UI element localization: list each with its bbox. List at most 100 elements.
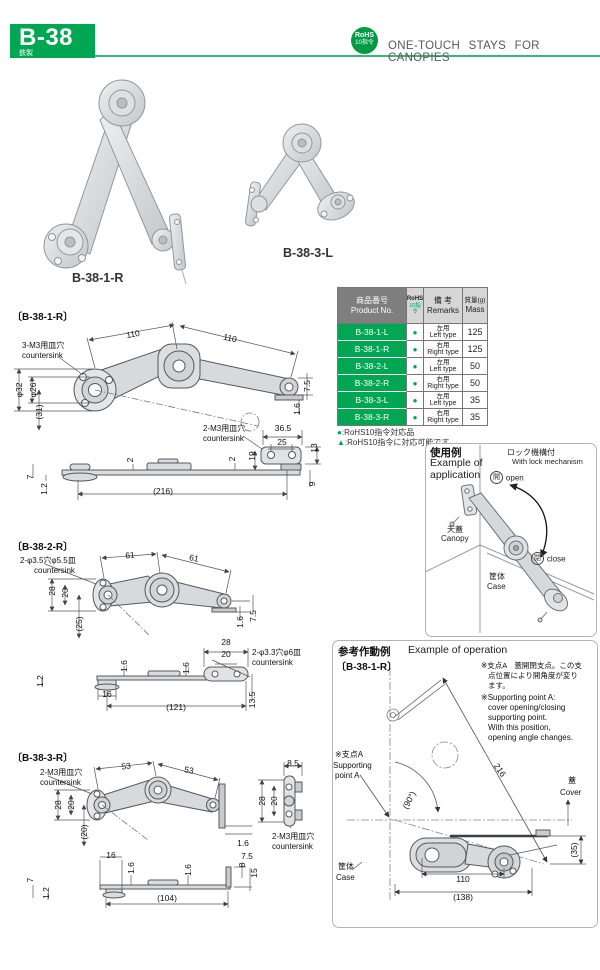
close-kanji-icon: 閉 [531, 552, 544, 565]
remark-cell: 左用 Left type [424, 358, 463, 375]
dim: φ32 [14, 382, 24, 398]
table-footnote-1: ●:RoHS10指令対応品 [337, 428, 415, 437]
open-kanji-icon: 開 [490, 471, 503, 484]
page-code: B-38 [19, 24, 74, 51]
operation-title-en: Example of operation [408, 644, 508, 656]
dim: 20 [66, 800, 76, 810]
application-title-en1: Example of [430, 457, 483, 469]
dim: 28 [47, 586, 57, 596]
dim: (216) [153, 486, 173, 496]
dim: 1.6 [181, 662, 191, 674]
product-no-cell: B-38-1-R [338, 341, 407, 358]
dim: 1.6 [119, 660, 129, 672]
dim: 13 [309, 443, 319, 453]
remark-cell: 左用 Left type [424, 324, 463, 341]
drawing2-countersink-side: 2-φ3.3穴φ6皿 countersink [252, 648, 302, 667]
dim: 1.6 [235, 616, 245, 628]
dim: 20 [60, 588, 70, 598]
rohs-compliant-dot: ● [337, 428, 342, 437]
pivot-label-en1: Supporting [333, 761, 372, 770]
dim: 25 [277, 437, 287, 447]
remark-cell: 右用 Right type [424, 341, 463, 358]
rohs-dot: ● [407, 341, 424, 358]
dim: 28 [221, 637, 231, 647]
dim: 20 [269, 796, 279, 806]
dim: 7.5 [302, 380, 312, 392]
product-no-cell: B-38-1-L [338, 324, 407, 341]
material-label: 鉄製 [19, 50, 33, 57]
remark-cell: 左用 Left type [424, 392, 463, 409]
drawing3-countersink-top: 2-M3用皿穴 countersink [40, 768, 83, 787]
product-no-cell: B-38-2-L [338, 358, 407, 375]
col-header-product: 商品番号 Product No. [338, 288, 407, 324]
dim: (20) [79, 824, 89, 840]
dim: 13.5 [247, 691, 257, 709]
dim: 16 [106, 850, 116, 860]
rohs-dot: ● [407, 358, 424, 375]
drawing3-title: 〔B-38-3-R〕 [12, 753, 74, 764]
photo-label-1: B-38-1-R [72, 271, 124, 285]
dim: 7.5 [248, 610, 258, 622]
close-label: 閉 close [531, 552, 566, 565]
dim: 28 [53, 800, 63, 810]
dim: 61 [124, 549, 136, 561]
dim: 1.2 [39, 483, 49, 495]
rohs-dot: ● [407, 409, 424, 426]
page-code-box: B-38 鉄製 [10, 24, 95, 58]
cover-label-en: Cover [560, 788, 582, 797]
mass-cell: 50 [463, 358, 488, 375]
cover-label-jp: 蓋 [568, 776, 576, 785]
application-illustration [425, 445, 595, 633]
dim: 8 [237, 862, 247, 868]
dim: 15 [249, 868, 259, 878]
dim: 110 [456, 874, 470, 884]
op-case-label-en: Case [336, 873, 355, 882]
dim: 2 [227, 456, 237, 462]
product-no-cell: B-38-2-R [338, 375, 407, 392]
col-header-mass: 質量(g) Mass [463, 288, 488, 324]
dim: 1.6 [292, 403, 302, 415]
drawing1-countersink-top: 3-M3用皿穴 countersink [22, 341, 65, 360]
canopy-label-en: Canopy [441, 534, 469, 543]
product-no-cell: B-38-3-R [338, 409, 407, 426]
product-photos-illustration [43, 79, 355, 285]
dim: (25) [74, 616, 84, 632]
dim: (31) [34, 404, 44, 420]
photo-label-2: B-38-3-L [283, 246, 334, 260]
mass-cell: 125 [463, 341, 488, 358]
dim: 1.2 [35, 675, 45, 687]
dim: 9 [307, 481, 317, 487]
dim: 8.5 [287, 758, 299, 768]
canopy-label-jp: 天蓋 [447, 525, 463, 534]
lock-label-jp: ロック機構付 [507, 448, 555, 457]
application-title-jp: 使用例 [430, 447, 462, 459]
dim: 36.5 [274, 423, 292, 433]
table-footnote-2: ▲:RoHS10指令に対応可能です。 [337, 438, 457, 447]
page-title: ONE-TOUCH STAYS FOR CANOPIES [388, 40, 540, 64]
drawing2-countersink-top: 2-φ3.5穴φ5.5皿 countersink [20, 556, 76, 575]
operation-note-en: ※Supporting point A: cover opening/closi… [481, 693, 573, 742]
header-rule [10, 55, 600, 57]
drawing3-lineart [32, 760, 303, 908]
mass-cell: 35 [463, 409, 488, 426]
dim: 28 [257, 796, 267, 806]
dim: 19 [247, 451, 257, 461]
drawing1-title: 〔B-38-1-R〕 [12, 312, 74, 323]
dim: 7 [25, 474, 35, 480]
case-label-jp: 筐体 [489, 572, 505, 581]
dim: 16 [102, 689, 112, 699]
product-no-cell: B-38-3-L [338, 392, 407, 409]
rohs-dot: ● [407, 392, 424, 409]
remark-cell: 右用 Right type [424, 375, 463, 392]
operation-illustration [347, 668, 586, 900]
dim: (35) [569, 842, 579, 858]
operation-note-jp: ※支点A 蓋開閉支点。この支 点位置により開角度が変り ます。 [481, 661, 582, 690]
rohs-badge-icon: RoHS 10指令 [351, 27, 378, 54]
dim: (121) [166, 702, 186, 712]
remark-cell: 右用 Right type [424, 409, 463, 426]
dim: (104) [157, 893, 177, 903]
operation-model: 〔B-38-1-R〕 [336, 662, 398, 673]
mass-cell: 50 [463, 375, 488, 392]
dim: 7.5 [241, 851, 253, 861]
